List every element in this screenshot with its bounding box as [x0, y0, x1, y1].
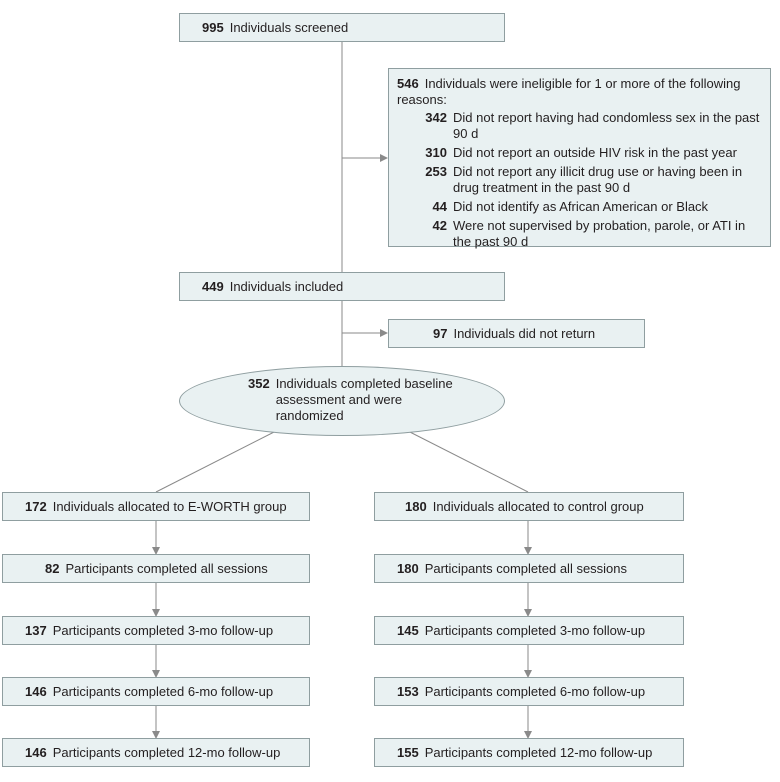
ew-allocated-text: Individuals allocated to E-WORTH group: [52, 498, 287, 514]
ew-step-text: Participants completed 6-mo follow-up: [52, 683, 274, 699]
reason-text: Did not identify as African American or …: [453, 199, 709, 214]
control-step-text: Participants completed 12-mo follow-up: [424, 744, 653, 760]
control-step-box: 145 Participants completed 3-mo follow-u…: [374, 616, 684, 645]
ew-step-count: 82: [45, 560, 60, 576]
control-step-box: 155 Participants completed 12-mo follow-…: [374, 738, 684, 767]
ew-step-count: 146: [25, 683, 47, 699]
reason-text: Were not supervised by probation, parole…: [453, 218, 746, 249]
connector-randomized-left: [155, 427, 283, 493]
reason-item: 253 Did not report any illicit drug use …: [397, 164, 764, 196]
reason-item: 342 Did not report having had condomless…: [397, 110, 764, 142]
ew-step-box: 146 Participants completed 12-mo follow-…: [2, 738, 310, 767]
ineligible-box: 546 Individuals were ineligible for 1 or…: [388, 68, 771, 250]
ew-step-text: Participants completed 12-mo follow-up: [52, 744, 281, 760]
control-step-count: 153: [397, 683, 419, 699]
ineligible-count: 546: [397, 76, 419, 91]
ew-step-text: Participants completed 3-mo follow-up: [52, 622, 274, 638]
control-step-count: 155: [397, 744, 419, 760]
included-box: 449 Individuals included: [179, 272, 505, 301]
control-step-count: 145: [397, 622, 419, 638]
randomized-count: 352: [248, 376, 270, 391]
not-returned-text: Individuals did not return: [453, 325, 596, 341]
not-returned-box: 97 Individuals did not return: [388, 319, 645, 348]
reason-count: 42: [432, 218, 447, 233]
reason-count: 310: [425, 145, 447, 160]
reason-text: Did not report any illicit drug use or h…: [453, 164, 743, 195]
ew-step-box: 137 Participants completed 3-mo follow-u…: [2, 616, 310, 645]
included-count: 449: [202, 278, 224, 294]
reason-text: Did not report an outside HIV risk in th…: [453, 145, 737, 160]
ew-step-box: 146 Participants completed 6-mo follow-u…: [2, 677, 310, 706]
not-returned-count: 97: [433, 325, 448, 341]
screened-text: Individuals screened: [229, 19, 349, 35]
included-text: Individuals included: [229, 278, 344, 294]
control-step-box: 180 Participants completed all sessions: [374, 554, 684, 583]
randomized-ellipse: 352 Individuals completed baseline asses…: [179, 366, 505, 436]
ineligible-heading-cont: reasons:: [397, 92, 447, 107]
randomized-text: Individuals completed baseline assessmen…: [275, 376, 453, 423]
control-step-text: Participants completed all sessions: [424, 560, 628, 576]
reason-text: Did not report having had condomless sex…: [453, 110, 760, 141]
reason-count: 44: [432, 199, 447, 214]
reason-item: 42 Were not supervised by probation, par…: [397, 218, 764, 250]
control-step-box: 153 Participants completed 6-mo follow-u…: [374, 677, 684, 706]
ew-step-count: 137: [25, 622, 47, 638]
ineligible-heading: Individuals were ineligible for 1 or mor…: [424, 76, 741, 91]
screened-count: 995: [202, 19, 224, 35]
ew-step-text: Participants completed all sessions: [65, 560, 268, 576]
ew-allocated-count: 172: [25, 498, 47, 514]
ew-step-box: 82 Participants completed all sessions: [2, 554, 310, 583]
control-allocated-text: Individuals allocated to control group: [432, 498, 644, 514]
connector-randomized-right: [401, 427, 529, 493]
screened-box: 995 Individuals screened: [179, 13, 505, 42]
control-step-count: 180: [397, 560, 419, 576]
reason-count: 342: [425, 110, 447, 125]
control-step-text: Participants completed 6-mo follow-up: [424, 683, 646, 699]
control-allocated-count: 180: [405, 498, 427, 514]
reason-item: 310 Did not report an outside HIV risk i…: [397, 145, 764, 161]
reason-item: 44 Did not identify as African American …: [397, 199, 764, 215]
control-allocated-box: 180 Individuals allocated to control gro…: [374, 492, 684, 521]
reason-count: 253: [425, 164, 447, 179]
control-step-text: Participants completed 3-mo follow-up: [424, 622, 646, 638]
ew-step-count: 146: [25, 744, 47, 760]
ew-allocated-box: 172 Individuals allocated to E-WORTH gro…: [2, 492, 310, 521]
